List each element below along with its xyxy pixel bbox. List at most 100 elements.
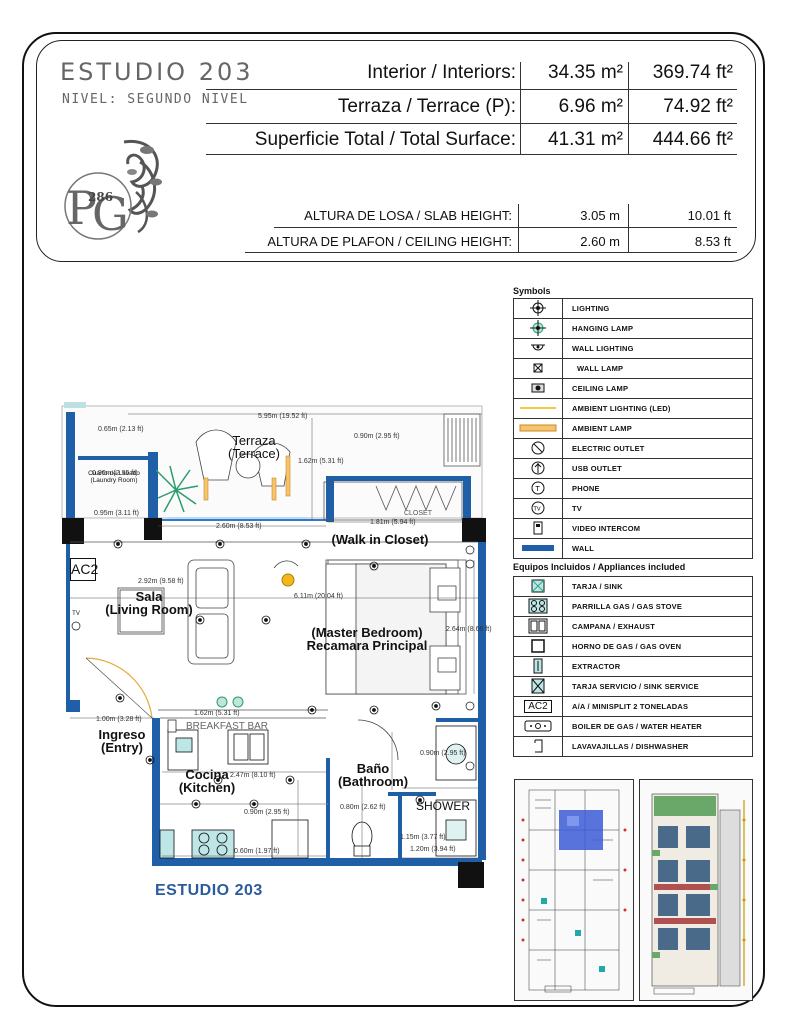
symbols-heading: Symbols <box>513 286 551 296</box>
list-item-label: Lavavajillas / dishwasher <box>562 736 753 757</box>
symbols-table: Lighting Hanging lamp Wall lighting Wall… <box>513 298 753 559</box>
area-ft2: 369.74 ft² <box>652 62 733 83</box>
dimension-label: 1.62m (5.31 ft) <box>194 710 240 717</box>
electric-outlet-icon <box>513 438 563 459</box>
sink-icon <box>513 576 563 597</box>
area-m2: 6.96 m² <box>558 96 623 117</box>
usb-outlet-icon <box>513 458 563 479</box>
header-panel <box>36 40 756 262</box>
dimension-label: 2.64m (8.66 ft) <box>446 626 492 633</box>
dimension-label: 1.00m (3.28 ft) <box>96 716 142 723</box>
closet-label: CLOSET <box>403 510 432 517</box>
appliances-table: Tarja / sink Parrilla gas / gas stove Ca… <box>513 576 753 757</box>
dimension-label: 1.81m (5.94 ft) <box>370 519 416 526</box>
list-item-label: Boiler de gas / water heater <box>562 716 753 737</box>
list-item-label: Wall lamp <box>562 358 753 379</box>
list-item-label: Ceiling lamp <box>562 378 753 399</box>
height-label: ALTURA DE LOSA / SLAB HEIGHT: <box>304 208 512 223</box>
lighting-icon <box>513 298 563 319</box>
list-item-label: Tarja / sink <box>562 576 753 597</box>
appliances-heading: Equipos Incluidos / Appliances included <box>513 562 686 572</box>
tv-label: TV <box>72 611 80 617</box>
list-item-label: Lighting <box>562 298 753 319</box>
area-label: Superficie Total / Total Surface: <box>254 129 516 150</box>
area-ft2: 444.66 ft² <box>652 129 733 150</box>
dimension-label: 1.62m (5.31 ft) <box>298 458 344 465</box>
height-label: ALTURA DE PLAFON / CEILING HEIGHT: <box>267 234 512 249</box>
video-intercom-icon <box>513 518 563 539</box>
extractor-icon <box>513 656 563 677</box>
list-item-label: Campana / exhaust <box>562 616 753 637</box>
area-row-interior: Interior / Interiors: 34.35 m² 369.74 ft… <box>206 62 733 84</box>
floor-plan-drawing <box>61 402 486 888</box>
room-label-entry: Ingreso (Entry) <box>98 727 146 755</box>
dimension-label: 5.95m (19.52 ft) <box>258 413 308 420</box>
room-label-walk-in-closet: (Walk in Closet) <box>331 532 429 547</box>
area-ft2: 74.92 ft² <box>663 96 733 117</box>
svg-text:P: P <box>66 181 97 235</box>
logo-number: 286 <box>88 190 114 204</box>
wall-lighting-icon <box>513 338 563 359</box>
svg-text:TV: TV <box>533 506 541 512</box>
list-item-label: Usb outlet <box>562 458 753 479</box>
list-item-label: Tarja servicio / sink service <box>562 676 753 697</box>
gas-oven-icon <box>513 636 563 657</box>
ceiling-lamp-icon <box>513 378 563 399</box>
list-item: Video intercom <box>513 518 753 539</box>
height-row-slab: ALTURA DE LOSA / SLAB HEIGHT: 3.05 m 10.… <box>230 208 731 223</box>
room-label-terrace: Terraza (Terrace) <box>227 433 280 461</box>
room-label-master-bedroom: (Master Bedroom) Recamara Principal <box>306 625 428 653</box>
ac-icon: AC2 <box>513 696 563 717</box>
dimension-label: 6.11m (20.04 ft) <box>294 593 343 600</box>
height-ft: 8.53 ft <box>694 234 731 249</box>
wall-lamp-icon <box>513 358 563 379</box>
list-item: Ceiling lamp <box>513 378 753 399</box>
list-item: Horno de gas / gas oven <box>513 636 753 657</box>
unit-level: NIVEL: SEGUNDO NIVEL <box>62 92 249 107</box>
dimension-label: 2.60m (8.53 ft) <box>216 523 262 530</box>
room-label-living-room: Sala (Living Room) <box>105 589 193 617</box>
list-item-label: Extractor <box>562 656 753 677</box>
list-item: Electric outlet <box>513 438 753 459</box>
room-label-shower: SHOWER <box>416 799 470 813</box>
facade-thumbnail <box>639 779 753 1001</box>
gas-stove-icon <box>513 596 563 617</box>
list-item: TPhone <box>513 478 753 499</box>
water-heater-icon <box>513 716 563 737</box>
list-item-label: Wall lighting <box>562 338 753 359</box>
floor-plan: Terraza (Terrace) (Walk in Closet) Sala … <box>58 400 492 890</box>
list-item: Usb outlet <box>513 458 753 479</box>
dimension-label: 0.90m (2.95 ft) <box>354 433 400 440</box>
dimension-label: 2.47m (8.10 ft) <box>230 772 276 779</box>
wall-icon <box>513 538 563 559</box>
plan-caption: ESTUDIO 203 <box>155 882 263 899</box>
dimension-label: 0.90m (2.95 ft) <box>420 750 466 757</box>
dimension-label: 0.95m (3.11 ft) <box>94 510 140 517</box>
list-item: Ambient lighting (LED) <box>513 398 753 419</box>
list-item: Wall lamp <box>513 358 753 379</box>
list-item: Hanging lamp <box>513 318 753 339</box>
height-m: 2.60 m <box>580 234 620 249</box>
room-label-bathroom: Baño (Bathroom) <box>338 761 409 789</box>
list-item: Extractor <box>513 656 753 677</box>
list-item: Tarja / sink <box>513 576 753 597</box>
list-item: Lavavajillas / dishwasher <box>513 736 753 757</box>
list-item: Ambient lamp <box>513 418 753 439</box>
dimension-label: 0.65m (2.13 ft) <box>98 426 144 433</box>
area-row-total: Superficie Total / Total Surface: 41.31 … <box>206 129 733 151</box>
list-item: Parrilla gas / gas stove <box>513 596 753 617</box>
sink-service-icon <box>513 676 563 697</box>
ambient-led-icon <box>513 398 563 419</box>
dimension-label: 0.60m (1.97 ft) <box>234 848 280 855</box>
ambient-lamp-icon <box>513 418 563 439</box>
area-label: Interior / Interiors: <box>367 62 516 83</box>
breakfast-bar-label: BREAKFAST BAR <box>185 721 269 732</box>
list-item: Wall <box>513 538 753 559</box>
list-item-label: Ambient lamp <box>562 418 753 439</box>
list-item-label: A/A / minisplit 2 toneladas <box>562 696 753 717</box>
list-item: Lighting <box>513 298 753 319</box>
list-item: Campana / exhaust <box>513 616 753 637</box>
dimension-label: 2.92m (9.58 ft) <box>138 578 184 585</box>
